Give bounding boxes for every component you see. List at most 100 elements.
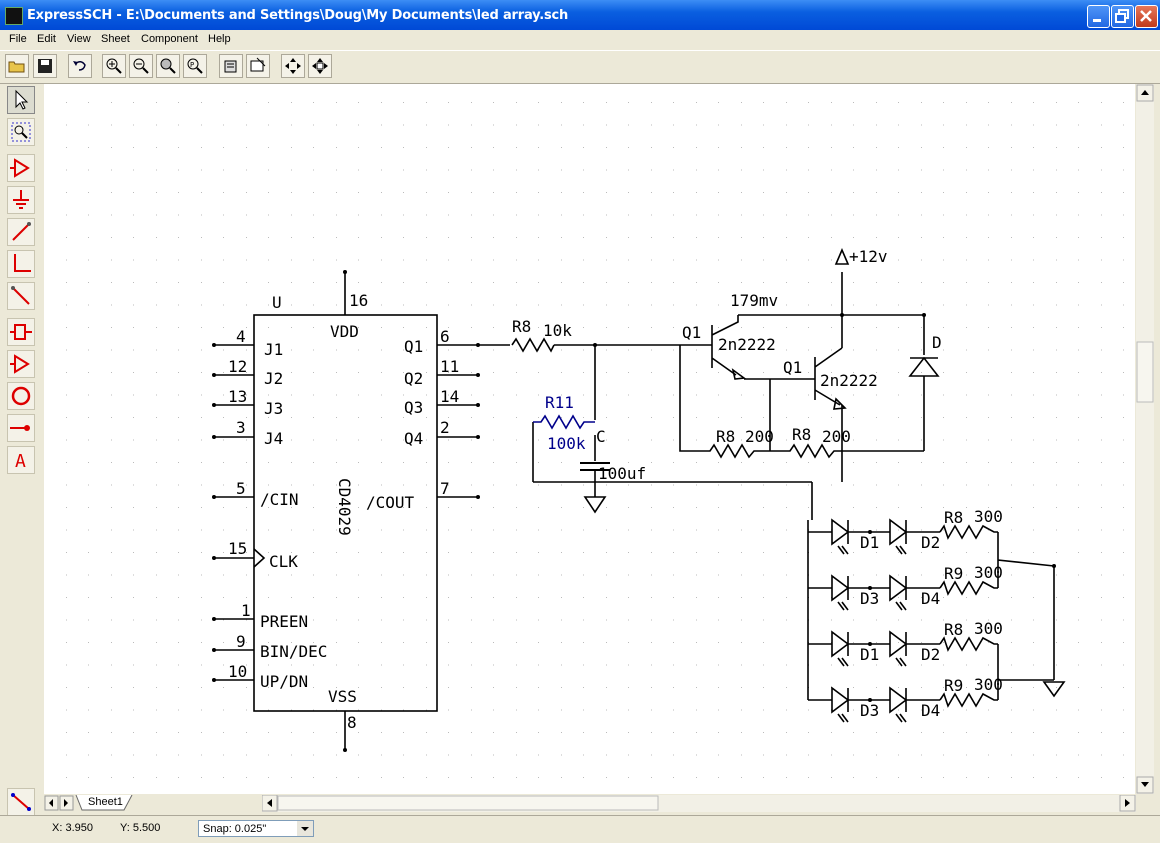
led-label: D3 <box>860 589 879 608</box>
pin-name: J3 <box>264 399 283 418</box>
minimize-button[interactable] <box>1087 5 1110 28</box>
junction-icon[interactable] <box>7 414 35 442</box>
menu-edit[interactable]: Edit <box>37 33 56 45</box>
horizontal-scrollbar[interactable] <box>261 794 1136 812</box>
resistor-ref: R8 <box>944 508 963 527</box>
close-button[interactable] <box>1135 5 1158 28</box>
r8-10k-ref: R8 <box>512 317 531 336</box>
buffer-icon[interactable] <box>7 350 35 378</box>
vertical-scrollbar[interactable] <box>1136 84 1154 794</box>
q1a-ref: Q1 <box>682 323 701 342</box>
resistor-ref: R9 <box>944 676 963 695</box>
pin-num: 5 <box>236 479 246 498</box>
ic-name: CD4029 <box>335 478 354 536</box>
chevron-down-icon[interactable] <box>297 821 313 836</box>
window-title: ExpressSCH - E:\Documents and Settings\D… <box>27 8 569 23</box>
circle-icon[interactable] <box>7 382 35 410</box>
menu-sheet[interactable]: Sheet <box>101 33 130 45</box>
pin-name: UP/DN <box>260 672 308 691</box>
menu-help[interactable]: Help <box>208 33 231 45</box>
led-label: D1 <box>860 533 879 552</box>
move-icon[interactable] <box>308 54 332 78</box>
tab-sheet1[interactable]: Sheet1 <box>88 796 123 808</box>
pin-8-label: 8 <box>347 713 357 732</box>
junction-dot <box>868 642 872 646</box>
cap-ref: C <box>596 427 606 446</box>
voltage-annotation: 179mv <box>730 291 778 310</box>
pin-num: 6 <box>440 327 450 346</box>
led-label: D4 <box>921 701 940 720</box>
menu-view[interactable]: View <box>67 33 91 45</box>
r8-10k-value: 10k <box>543 321 572 340</box>
tool-palette: A <box>0 84 40 816</box>
pin-name: PREEN <box>260 612 308 631</box>
resistor-value: 300 <box>974 619 1003 638</box>
pin-name: /COUT <box>366 493 415 512</box>
pin-name: J1 <box>264 340 283 359</box>
diode-ref: D <box>932 333 942 352</box>
led-label: D2 <box>921 645 940 664</box>
snap-select[interactable]: Snap: 0.025" <box>198 820 314 837</box>
component-icon[interactable] <box>7 154 35 182</box>
resistor-ref: R9 <box>944 564 963 583</box>
text-icon[interactable]: A <box>7 446 35 474</box>
wire-icon[interactable] <box>7 218 35 246</box>
pin-name: CLK <box>269 552 298 571</box>
pan-icon[interactable] <box>281 54 305 78</box>
led-label: D2 <box>921 533 940 552</box>
ic-ref: U <box>272 293 282 312</box>
pin-num: 9 <box>236 632 246 651</box>
pin-num: 3 <box>236 418 246 437</box>
pin-icon[interactable] <box>7 318 35 346</box>
y-coordinate: Y: 5.500 <box>120 822 161 834</box>
pin-name: Q3 <box>404 398 423 417</box>
zoom-select-icon[interactable] <box>7 118 35 146</box>
junction-dot <box>868 698 872 702</box>
q1a-type: 2n2222 <box>718 335 776 354</box>
junction-dot <box>868 530 872 534</box>
r8a-value: 200 <box>745 427 774 446</box>
pin-name: /CIN <box>260 490 299 509</box>
pin-name: J2 <box>264 369 283 388</box>
open-icon[interactable] <box>5 54 29 78</box>
pin-name: Q1 <box>404 337 423 356</box>
bus-icon[interactable] <box>7 282 35 310</box>
properties-icon[interactable] <box>219 54 243 78</box>
menu-component[interactable]: Component <box>141 33 198 45</box>
pin-num: 14 <box>440 387 459 406</box>
pin-num: 13 <box>228 387 247 406</box>
pin-name: Q4 <box>404 429 423 448</box>
led-row <box>808 574 998 611</box>
status-bar: X: 3.950 Y: 5.500 Snap: 0.025" <box>0 815 1160 843</box>
led-label: D1 <box>860 645 879 664</box>
cap-value: 100uf <box>598 464 646 483</box>
undo-icon[interactable] <box>68 54 92 78</box>
pin-num: 11 <box>440 357 459 376</box>
snap-toggle-icon[interactable] <box>7 788 35 816</box>
resistor-value: 300 <box>974 507 1003 526</box>
x-coordinate: X: 3.950 <box>52 822 93 834</box>
pin-num: 10 <box>228 662 247 681</box>
pin-num: 12 <box>228 357 247 376</box>
part-icon[interactable] <box>246 54 270 78</box>
pin-num: 7 <box>440 479 450 498</box>
zoom-page-icon[interactable]: P <box>183 54 207 78</box>
pin-num: 4 <box>236 327 246 346</box>
resistor-value: 300 <box>974 563 1003 582</box>
app-icon <box>5 7 23 25</box>
supply-label: +12v <box>849 247 888 266</box>
led-row <box>808 518 998 555</box>
corner-wire-icon[interactable] <box>7 250 35 278</box>
junction-dot <box>868 586 872 590</box>
save-icon[interactable] <box>33 54 57 78</box>
menu-file[interactable]: File <box>9 33 27 45</box>
zoom-in-icon[interactable] <box>102 54 126 78</box>
zoom-fit-icon[interactable] <box>156 54 180 78</box>
led-row <box>808 630 998 667</box>
pin-num: 2 <box>440 418 450 437</box>
ground-icon[interactable] <box>7 186 35 214</box>
zoom-out-icon[interactable] <box>129 54 153 78</box>
schematic-canvas[interactable]: U 16 VDD VSS 8 CD4029 4 J1 12 J2 13 J3 3… <box>44 84 1135 794</box>
select-icon[interactable] <box>7 86 35 114</box>
restore-button[interactable] <box>1111 5 1134 28</box>
